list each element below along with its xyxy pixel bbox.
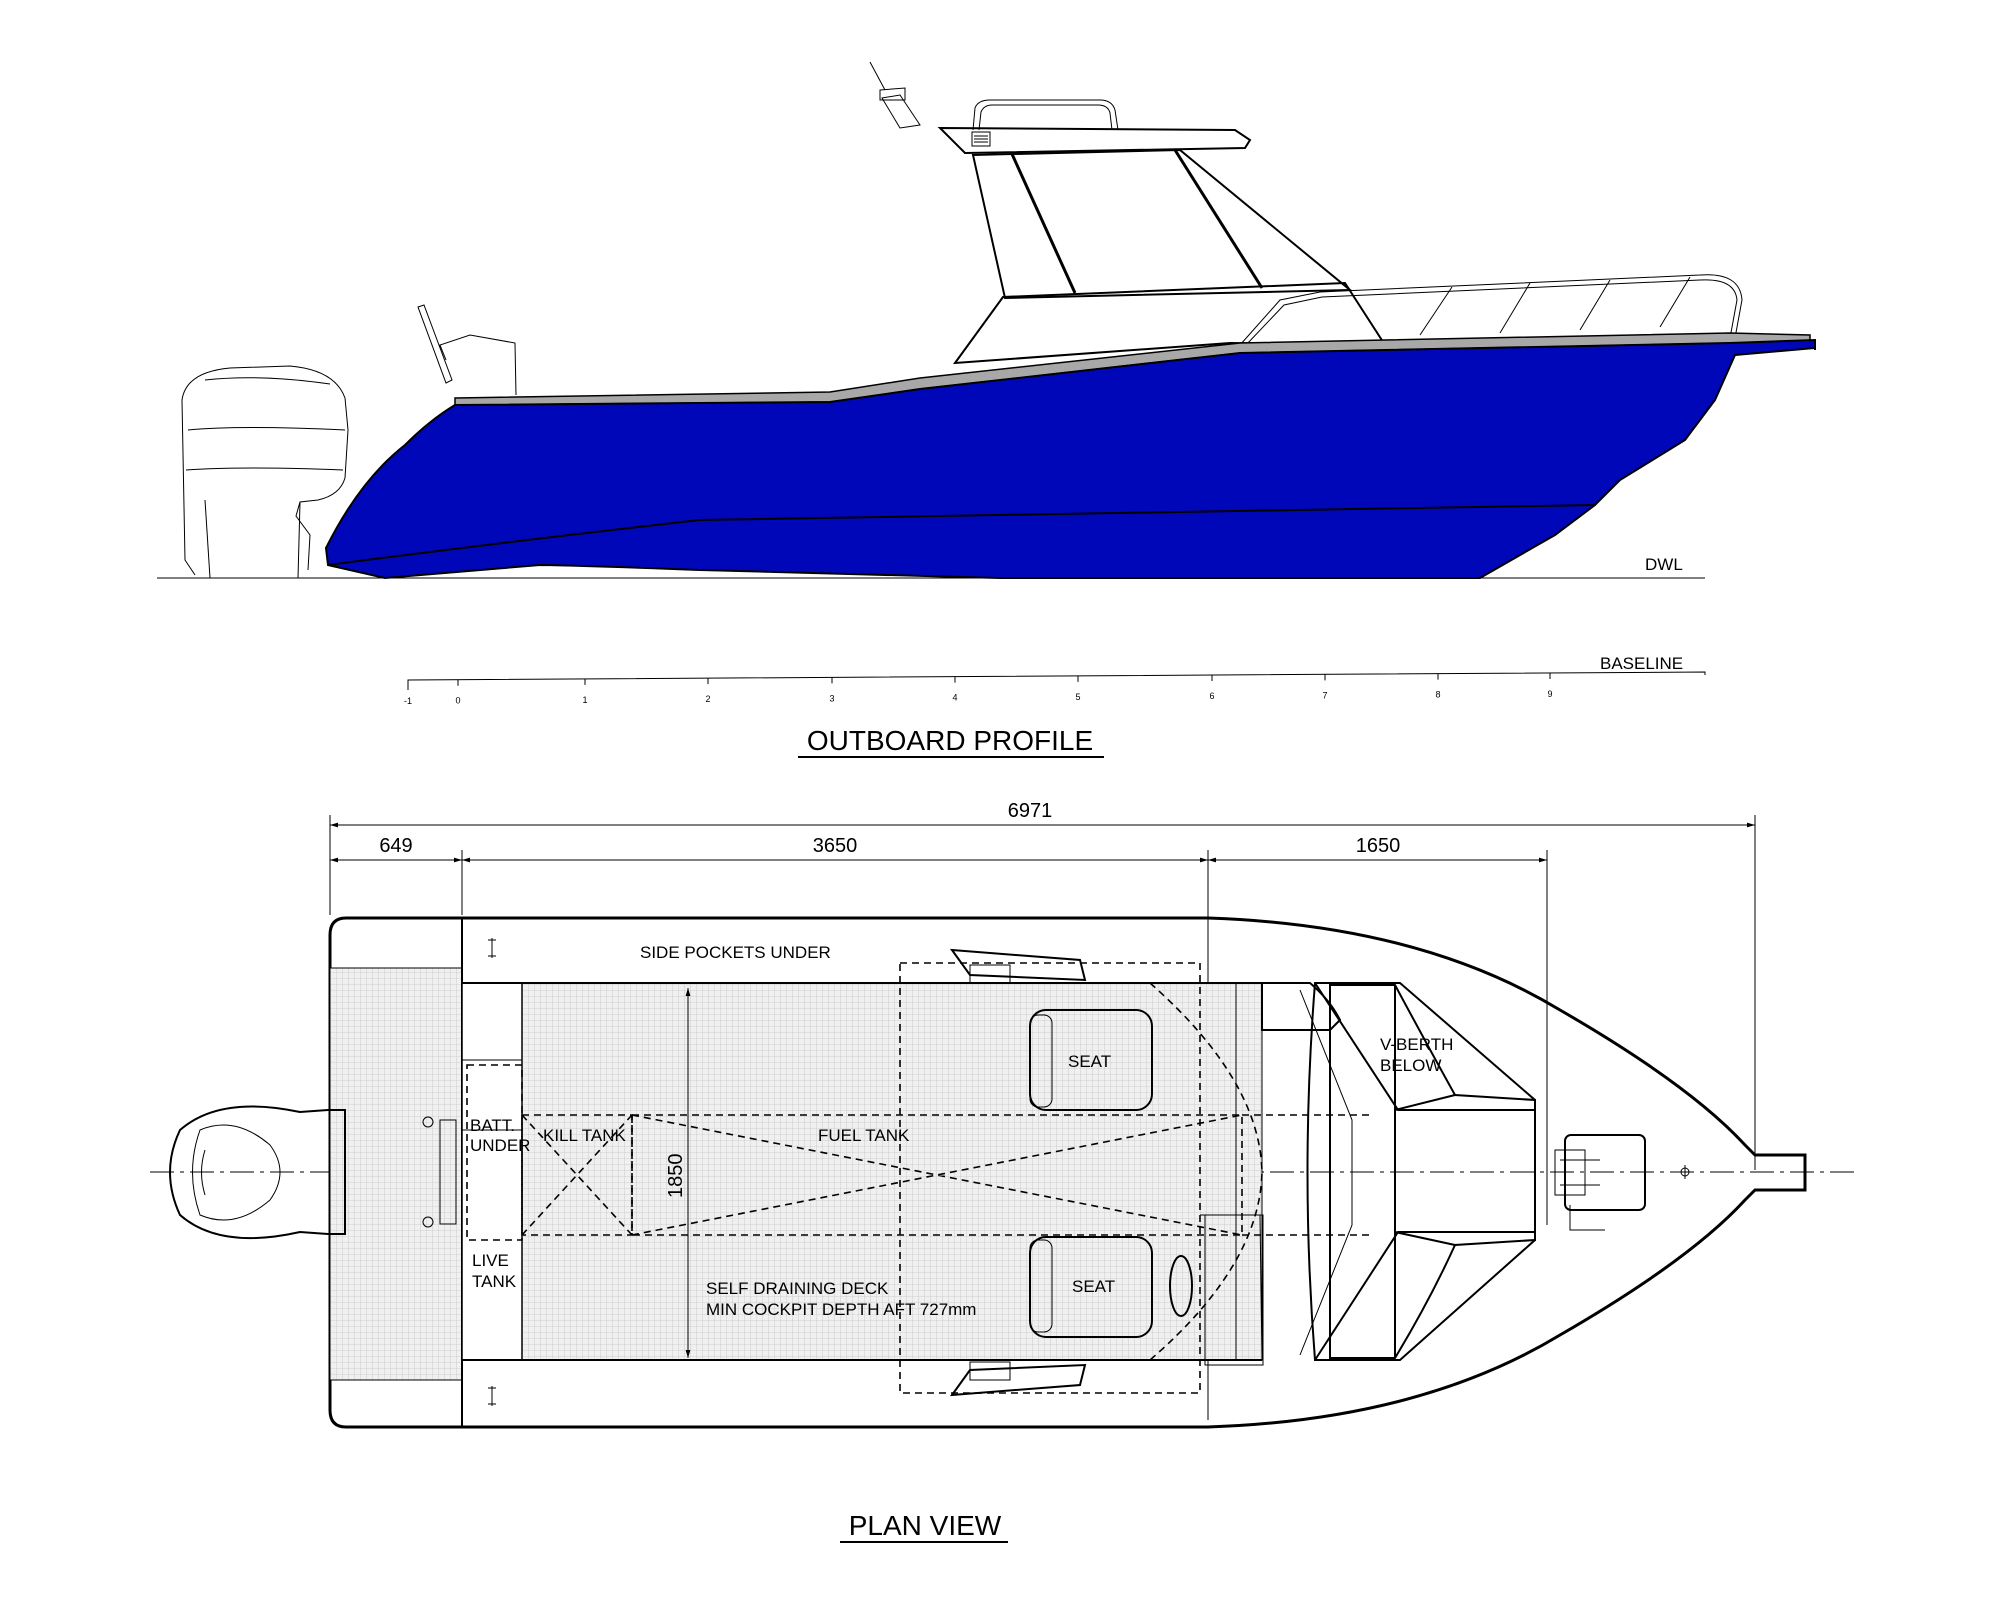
- batt-label-line1: BATT.: [470, 1116, 515, 1135]
- station-tick-label: 4: [952, 693, 957, 703]
- station-tick-label: 0: [455, 696, 460, 706]
- anchor-winch: [1554, 1134, 1646, 1231]
- vberth-label-line2: BELOW: [1380, 1056, 1441, 1075]
- bow-rail: [1239, 274, 1743, 346]
- hardtop: [937, 126, 1252, 155]
- vent-grille: [971, 131, 991, 147]
- vberth-label-line1: V-BERTH: [1380, 1035, 1453, 1054]
- dim-transom: 649: [379, 835, 412, 857]
- outboard-plan: [169, 1105, 457, 1240]
- tank-outlines: [466, 962, 1370, 1394]
- station-tick-label: -1: [404, 696, 412, 706]
- cleat-icons: [488, 938, 1690, 1406]
- outboard-motor: [181, 365, 349, 579]
- live-tank-label-line2: TANK: [472, 1272, 517, 1291]
- plan-title: PLAN VIEW: [849, 1510, 1002, 1541]
- dim-forward: 1650: [1356, 835, 1401, 857]
- deck-label-line1: SELF DRAINING DECK: [706, 1279, 889, 1298]
- cabin-side: [952, 281, 1387, 365]
- hull-plan-outline: [328, 916, 1807, 1429]
- dim-beam: 1850: [665, 1154, 687, 1199]
- light-mast: [879, 87, 921, 129]
- station-tick-label: 9: [1547, 689, 1552, 699]
- window-glass: [971, 148, 1353, 300]
- seat-upper-label: SEAT: [1068, 1052, 1111, 1071]
- live-tank-label-line1: LIVE: [472, 1251, 509, 1270]
- dim-cockpit: 3650: [813, 835, 858, 857]
- seat-lower: [1029, 1236, 1153, 1338]
- hull: [324, 338, 1816, 580]
- battery-box: [461, 1059, 523, 1131]
- station-tick-label: 7: [1322, 690, 1327, 700]
- wheel-icon: [1169, 1255, 1193, 1317]
- dwl-label: DWL: [1645, 555, 1683, 574]
- plan-view: 6971 649 3650 1650 SIDE POCKETS UNDER: [150, 800, 1860, 1543]
- deck-label-line2: MIN COCKPIT DEPTH AFT 727mm: [706, 1300, 976, 1319]
- station-tick-label: 6: [1209, 691, 1214, 701]
- station-ticks: -1 0 1 2 3 4 5 6 7 8 9: [404, 672, 1553, 706]
- station-tick-label: 3: [829, 693, 834, 703]
- batt-label-line2: UNDER: [470, 1136, 530, 1155]
- fuel-tank-label: FUEL TANK: [818, 1126, 910, 1145]
- station-tick-label: 2: [705, 694, 710, 704]
- station-tick-label: 8: [1435, 690, 1440, 700]
- baseline-line: [407, 671, 1706, 690]
- transom-seat: [417, 304, 517, 396]
- dim-overall: 6971: [1008, 800, 1053, 822]
- cabin-plan: [1200, 982, 1536, 1366]
- gunwale-fittings: [949, 948, 1087, 1397]
- roof-rail: [972, 99, 1119, 131]
- seat-upper: [1029, 1009, 1153, 1111]
- kill-tank-label: KILL TANK: [543, 1126, 626, 1145]
- station-tick-label: 1: [582, 695, 587, 705]
- side-pockets-label: SIDE POCKETS UNDER: [640, 943, 831, 962]
- station-tick-label: 5: [1075, 692, 1080, 702]
- baseline-label: BASELINE: [1600, 654, 1683, 673]
- seat-lower-label: SEAT: [1072, 1277, 1115, 1296]
- live-tank-bay: [461, 982, 523, 1361]
- outboard-profile: DWL BASELINE -1 0 1 2 3 4 5 6 7 8 9 OUTBOARD PROFI…: [157, 61, 1816, 758]
- profile-title: OUTBOARD PROFILE: [807, 725, 1093, 756]
